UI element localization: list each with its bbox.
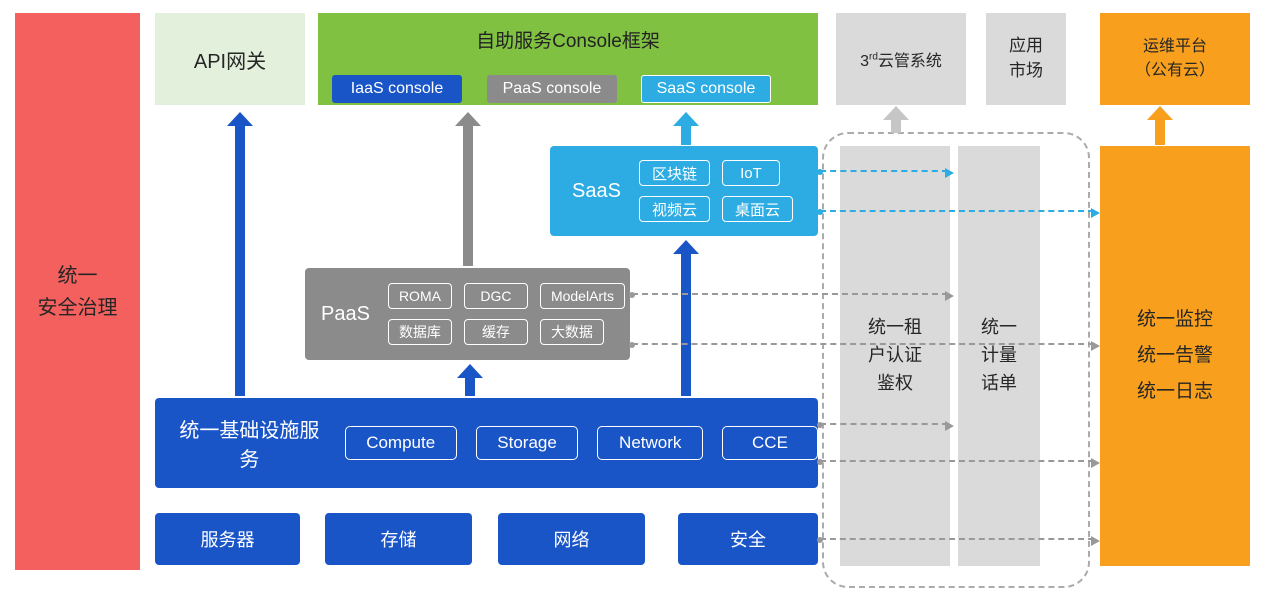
saas-console-button: SaaS console bbox=[641, 75, 771, 103]
app-market-box: 应用 市场 bbox=[986, 13, 1066, 105]
paas-service-cache: 缓存 bbox=[463, 319, 528, 345]
resource-security-box: 安全 bbox=[678, 513, 818, 565]
paas-services: ROMA DGC ModelArts 数据库 缓存 大数据 bbox=[387, 283, 625, 345]
console-framework-title: 自助服务Console框架 bbox=[476, 31, 660, 52]
arrow-monitoring-to-om-platform bbox=[1147, 106, 1173, 145]
arrow-infra-to-saas bbox=[673, 240, 699, 396]
saas-label: SaaS bbox=[572, 179, 621, 202]
saas-service-video-cloud: 视频云 bbox=[638, 196, 710, 222]
tenant-auth-bar: 统一租 户认证 鉴权 bbox=[840, 146, 950, 566]
infra-service-cce: CCE bbox=[721, 426, 818, 460]
resource-network-box: 网络 bbox=[498, 513, 645, 565]
arrow-infra-to-paas bbox=[457, 364, 483, 396]
om-platform-box: 运维平台 （公有云） bbox=[1100, 13, 1250, 105]
dashed-saas-to-monitoring bbox=[817, 208, 1100, 218]
paas-console-button: PaaS console bbox=[487, 75, 617, 103]
infra-service-compute: Compute bbox=[344, 426, 457, 460]
third-party-cloud-label: 3rd云管系统 bbox=[860, 51, 942, 70]
arrow-saas-to-console bbox=[673, 112, 699, 145]
arrow-infra-to-api-gateway bbox=[227, 112, 253, 396]
dashed-paas-to-tenant-auth bbox=[629, 291, 954, 301]
resource-storage-box: 存储 bbox=[325, 513, 472, 565]
infra-service-network: Network bbox=[597, 426, 703, 460]
resource-server-box: 服务器 bbox=[155, 513, 300, 565]
paas-service-modelarts: ModelArts bbox=[539, 283, 625, 309]
infra-service-storage: Storage bbox=[475, 426, 579, 460]
dashed-infra-to-tenant-auth bbox=[817, 421, 954, 431]
arrow-shared-to-third-party-cloud bbox=[883, 106, 909, 133]
dashed-infra-to-monitoring bbox=[817, 458, 1100, 468]
paas-box: PaaS ROMA DGC ModelArts 数据库 缓存 大数据 bbox=[305, 268, 630, 360]
paas-service-database: 数据库 bbox=[387, 319, 452, 345]
third-party-cloud-box: 3rd云管系统 bbox=[836, 13, 966, 105]
infrastructure-label: 统一基础设施服务 bbox=[179, 420, 320, 471]
paas-service-bigdata: 大数据 bbox=[539, 319, 604, 345]
infrastructure-box: 统一基础设施服务 Compute Storage Network CCE bbox=[155, 398, 818, 488]
saas-box: SaaS 区块链 IoT 视频云 桌面云 bbox=[550, 146, 818, 236]
saas-service-iot: IoT bbox=[721, 160, 780, 186]
saas-service-desktop-cloud: 桌面云 bbox=[721, 196, 793, 222]
paas-service-roma: ROMA bbox=[387, 283, 452, 309]
dashed-resources-to-monitoring bbox=[817, 536, 1100, 546]
paas-service-dgc: DGC bbox=[463, 283, 528, 309]
saas-services: 区块链 IoT 视频云 桌面云 bbox=[638, 160, 793, 222]
iaas-console-button: IaaS console bbox=[332, 75, 462, 103]
console-framework-box: 自助服务Console框架 IaaS console PaaS console … bbox=[318, 13, 818, 105]
security-governance-bar: 统一 安全治理 bbox=[15, 13, 140, 570]
saas-service-blockchain: 区块链 bbox=[638, 160, 710, 186]
metering-bar: 统一 计量 话单 bbox=[958, 146, 1040, 566]
shared-services-dashed-container bbox=[822, 132, 1090, 588]
api-gateway-box: API网关 bbox=[155, 13, 305, 105]
dashed-saas-to-tenant-auth bbox=[817, 168, 954, 178]
paas-label: PaaS bbox=[321, 302, 370, 325]
arrow-paas-to-console bbox=[455, 112, 481, 266]
dashed-paas-to-monitoring bbox=[629, 341, 1100, 351]
monitoring-box: 统一监控 统一告警 统一日志 bbox=[1100, 146, 1250, 566]
